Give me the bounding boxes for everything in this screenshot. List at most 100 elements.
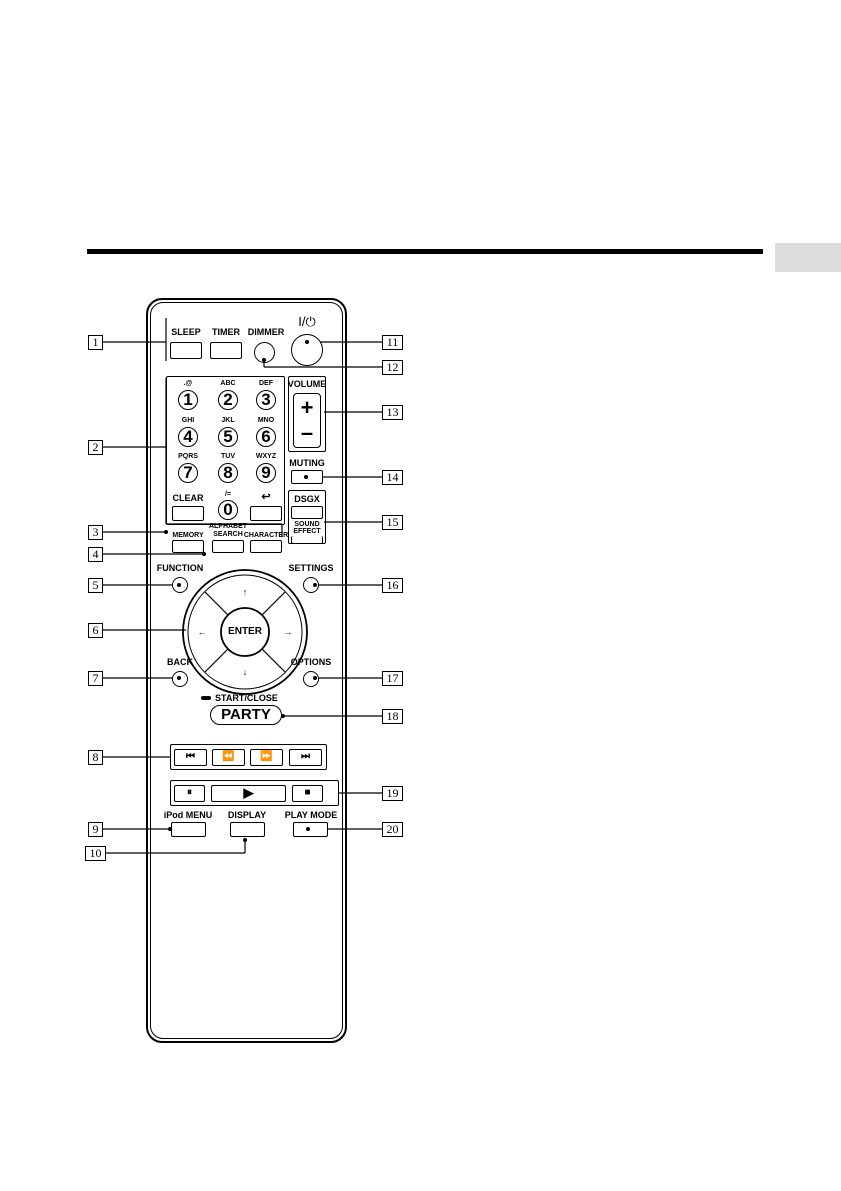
callout-3: 3 bbox=[88, 525, 103, 540]
dot-3 bbox=[164, 530, 168, 534]
callout-12: 12 bbox=[382, 360, 403, 375]
power-button[interactable] bbox=[291, 334, 323, 366]
dot-17 bbox=[313, 676, 317, 680]
callout-18: 18 bbox=[382, 709, 403, 724]
character-label: CHARACTER bbox=[243, 532, 289, 539]
callout-4: 4 bbox=[88, 547, 103, 562]
arrow-left-icon[interactable]: ← bbox=[197, 627, 207, 637]
section-tab bbox=[775, 243, 841, 272]
sound-label: SOUND bbox=[294, 521, 320, 528]
key-9[interactable] bbox=[256, 463, 276, 483]
dot-7 bbox=[177, 676, 181, 680]
key-2[interactable] bbox=[218, 390, 238, 410]
dot-9 bbox=[168, 827, 172, 831]
volume-rocker[interactable] bbox=[293, 393, 321, 448]
key-3[interactable] bbox=[256, 390, 276, 410]
dot-12 bbox=[262, 358, 266, 362]
rewind-icon[interactable]: ⏪ bbox=[212, 749, 245, 766]
key-0-digit: 0 bbox=[223, 500, 233, 519]
sleep-label: SLEEP bbox=[171, 327, 201, 337]
arrow-down-icon[interactable]: ↓ bbox=[242, 667, 248, 677]
dot-10 bbox=[243, 838, 247, 842]
options-button[interactable] bbox=[303, 671, 319, 687]
arrow-up-icon[interactable]: ↑ bbox=[242, 587, 248, 597]
key-8-digit: 8 bbox=[223, 463, 233, 482]
transport-top-group bbox=[170, 744, 327, 770]
callout-10: 10 bbox=[85, 846, 106, 861]
remote-body-inner bbox=[150, 302, 343, 1039]
dimmer-button[interactable] bbox=[254, 342, 275, 363]
key-5[interactable] bbox=[218, 427, 238, 447]
key-6[interactable] bbox=[256, 427, 276, 447]
volume-plus: + bbox=[300, 395, 314, 420]
dsgx-button[interactable] bbox=[291, 506, 323, 519]
timer-button[interactable] bbox=[210, 342, 242, 359]
search-label: SEARCH bbox=[213, 531, 243, 538]
sound-effect-button[interactable] bbox=[291, 536, 323, 544]
clear-button[interactable] bbox=[172, 506, 204, 521]
key-5-letters: JKL bbox=[221, 417, 235, 424]
party-indicator-icon bbox=[201, 696, 211, 700]
back-label: BACK bbox=[167, 657, 193, 667]
alphabet-search-button[interactable] bbox=[212, 540, 244, 553]
key-4-letters: GHI bbox=[181, 417, 195, 424]
callout-15: 15 bbox=[382, 515, 403, 530]
enter-button[interactable]: ENTER bbox=[228, 626, 262, 637]
key-3-letters: DEF bbox=[259, 380, 273, 387]
character-button[interactable] bbox=[250, 540, 282, 553]
display-label: DISPLAY bbox=[227, 810, 267, 820]
key-0-label: /= bbox=[224, 491, 232, 498]
key-2-digit: 2 bbox=[223, 390, 233, 409]
ipod-menu-label: iPod MENU bbox=[163, 810, 213, 820]
ipod-menu-button[interactable] bbox=[171, 822, 206, 837]
pause-icon[interactable]: ⏸ bbox=[174, 785, 205, 802]
dot-18 bbox=[281, 714, 285, 718]
section-rule bbox=[87, 249, 763, 254]
sleep-button[interactable] bbox=[170, 342, 202, 359]
fast-forward-icon[interactable]: ⏩ bbox=[250, 749, 283, 766]
play-mode-button[interactable] bbox=[293, 822, 328, 837]
callout-1: 1 bbox=[88, 335, 103, 350]
previous-track-icon[interactable]: ⏮ bbox=[174, 749, 207, 766]
callout-6: 6 bbox=[88, 623, 103, 638]
play-icon[interactable]: ▶ bbox=[211, 785, 286, 802]
return-button[interactable] bbox=[250, 506, 282, 521]
arrow-right-icon[interactable]: → bbox=[283, 627, 293, 637]
dot-20 bbox=[306, 827, 310, 831]
options-label: OPTIONS bbox=[290, 657, 332, 667]
alphabet-label: ALPHABET bbox=[208, 523, 248, 530]
party-button[interactable]: PARTY bbox=[210, 705, 282, 725]
key-6-digit: 6 bbox=[261, 427, 271, 446]
dot-5 bbox=[177, 583, 181, 587]
settings-button[interactable] bbox=[303, 577, 319, 593]
callout-13: 13 bbox=[382, 405, 403, 420]
power-label: I/⏻ bbox=[298, 314, 316, 329]
key-7-letters: PQRS bbox=[178, 453, 198, 460]
callout-8: 8 bbox=[88, 750, 103, 765]
stop-icon[interactable]: ■ bbox=[292, 785, 323, 802]
callout-20: 20 bbox=[382, 822, 403, 837]
memory-button[interactable] bbox=[172, 540, 204, 553]
key-0[interactable] bbox=[218, 500, 238, 520]
callout-17: 17 bbox=[382, 671, 403, 686]
start-close-label: START/CLOSE bbox=[215, 693, 278, 703]
settings-label: SETTINGS bbox=[288, 563, 334, 573]
dot-14 bbox=[304, 475, 308, 479]
key-7[interactable] bbox=[178, 463, 198, 483]
callout-9: 9 bbox=[88, 822, 103, 837]
callout-7: 7 bbox=[88, 671, 103, 686]
key-8[interactable] bbox=[218, 463, 238, 483]
function-label: FUNCTION bbox=[156, 563, 204, 573]
callout-11: 11 bbox=[382, 335, 403, 350]
dot-4 bbox=[202, 552, 206, 556]
display-button[interactable] bbox=[230, 822, 265, 837]
memory-label: MEMORY bbox=[172, 532, 204, 539]
key-7-digit: 7 bbox=[183, 463, 193, 482]
clear-label: CLEAR bbox=[172, 493, 204, 503]
effect-label: EFFECT bbox=[293, 528, 321, 535]
key-4[interactable] bbox=[178, 427, 198, 447]
key-5-digit: 5 bbox=[223, 427, 233, 446]
key-1[interactable] bbox=[178, 390, 198, 410]
next-track-icon[interactable]: ⏭ bbox=[289, 749, 322, 766]
